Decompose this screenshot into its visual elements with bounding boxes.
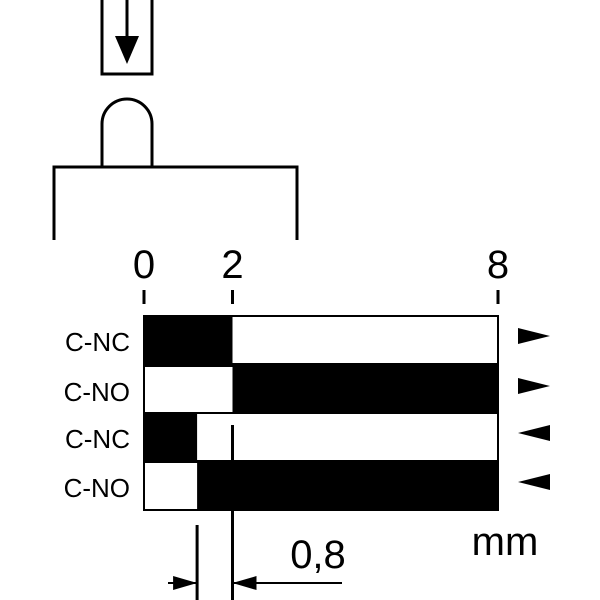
hysteresis-dimension: 0,8 (168, 425, 346, 600)
contact-row-track (143, 412, 499, 462)
contact-row-label: C-NO (64, 377, 130, 407)
contact-rows: C-NC C-NO C-NC C-NO (64, 315, 550, 511)
plunger-icon (100, 97, 154, 166)
contact-closed-segment (232, 366, 498, 414)
switch-body-icon (52, 165, 299, 240)
contact-row-label: C-NO (64, 473, 130, 503)
dimension-arrow-icon (232, 576, 257, 590)
contact-closed-segment (197, 462, 498, 510)
direction-arrow-icon (518, 328, 550, 344)
dimension-arrow-icon (173, 576, 198, 590)
contact-row-label: C-NC (65, 327, 130, 357)
unit-label: mm (472, 520, 539, 564)
contact-closed-segment (144, 413, 198, 461)
scale-tick-label: 2 (221, 243, 243, 287)
hysteresis-label: 0,8 (290, 533, 346, 577)
direction-arrow-icon (518, 425, 550, 441)
contact-closed-segment (144, 316, 233, 364)
direction-arrow-icon (518, 378, 550, 394)
push-arrow-icon (100, 0, 154, 76)
scale-tick-label: 8 (487, 243, 509, 287)
travel-scale: 0 2 8 (133, 243, 509, 304)
direction-arrow-icon (518, 474, 550, 490)
scale-tick-label: 0 (133, 243, 155, 287)
contact-row-label: C-NC (65, 424, 130, 454)
